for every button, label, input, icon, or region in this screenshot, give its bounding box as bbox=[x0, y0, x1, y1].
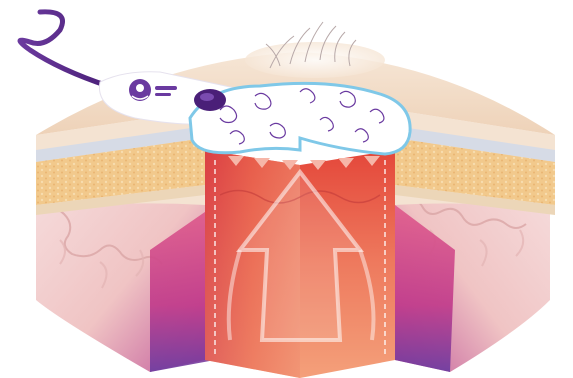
power-button-icon bbox=[194, 89, 226, 111]
cable-icon bbox=[20, 12, 108, 86]
logo-icon bbox=[129, 79, 151, 101]
